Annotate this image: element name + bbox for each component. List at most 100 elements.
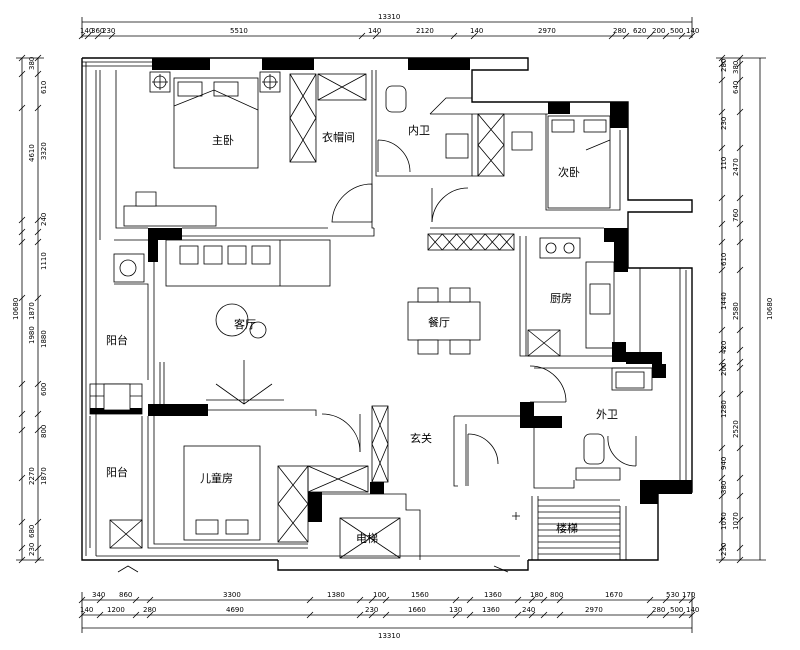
dim-tick (96, 596, 104, 604)
bottom-dim: 530 (666, 591, 679, 599)
dim-tick (34, 238, 42, 246)
room-label-stairs: 楼梯 (556, 521, 578, 535)
dim-tick (34, 228, 42, 236)
dim-tick (718, 144, 726, 152)
bottom-dim: 230 (365, 606, 378, 614)
dim-tick (34, 216, 42, 224)
dim-tick (18, 410, 26, 418)
room-label-living-room: 客厅 (234, 317, 256, 331)
dim-tick (34, 426, 42, 434)
right-dim: 610 (720, 253, 728, 266)
right-dim: 1070 (732, 512, 740, 530)
nightstand (149, 71, 171, 93)
dim-tick (736, 144, 744, 152)
cabinet-hatch (470, 233, 486, 251)
cabinet-hatch (427, 233, 443, 251)
left-dim: 1880 (40, 330, 48, 348)
bottom-dim: 2970 (585, 606, 603, 614)
dim-tick (718, 390, 726, 398)
dim-tick (688, 32, 696, 40)
dim-tick (514, 611, 522, 619)
dim-tick (18, 518, 26, 526)
dim-tick (718, 492, 726, 500)
dim-tick (84, 32, 92, 40)
right-dim: 2580 (732, 302, 740, 320)
dim-tick (718, 220, 726, 228)
dim-tick (678, 32, 686, 40)
room-label-master-bedroom: 主卧 (212, 134, 234, 147)
dim-tick (646, 596, 654, 604)
cabinet-hatch (456, 233, 472, 251)
bottom-dim: 170 (682, 591, 695, 599)
right-dim: 230 (720, 543, 728, 556)
dim-tick (678, 596, 686, 604)
bottom-dim: 3300 (223, 591, 241, 599)
left-dim: 230 (28, 543, 36, 556)
bottom-dim: 280 (652, 606, 665, 614)
dim-tick (718, 266, 726, 274)
dim-tick (736, 326, 744, 334)
dim-tick (368, 611, 376, 619)
room-label-entrance: 玄关 (410, 431, 432, 445)
dim-tick (108, 32, 116, 40)
right-dim: 2520 (732, 420, 740, 438)
dim-tick (736, 54, 744, 62)
dim-tick (78, 32, 86, 40)
dim-tick (646, 611, 654, 619)
dim-tick (736, 364, 744, 372)
dim-tick (34, 380, 42, 388)
top-dim: 140 (368, 27, 381, 35)
dim-tick (662, 611, 670, 619)
overall-width-bottom: 13310 (378, 632, 400, 640)
dim-tick (356, 596, 364, 604)
room-label-dining-room: 餐厅 (428, 315, 450, 329)
top-dim: 360 (91, 27, 104, 35)
bottom-dim: 1380 (327, 591, 345, 599)
right-dim: 380 (732, 61, 740, 74)
left-dim: 610 (40, 81, 48, 94)
right-dim: 200 (720, 363, 728, 376)
top-dim: 620 (633, 27, 646, 35)
dim-tick (18, 426, 26, 434)
top-dim: 230 (102, 27, 115, 35)
dim-tick (34, 54, 42, 62)
right-dim: 1070 (720, 512, 728, 530)
dim-tick (608, 32, 616, 40)
dim-tick (718, 54, 726, 62)
sofa (165, 239, 331, 287)
toilet (385, 85, 407, 113)
bottom-dim: 340 (92, 591, 105, 599)
nightstand (259, 71, 281, 93)
chair (511, 131, 533, 151)
dim-tick (34, 518, 42, 526)
top-dim: 2120 (416, 27, 434, 35)
furniture (103, 71, 645, 541)
dim-tick (718, 358, 726, 366)
dim-tick (736, 358, 744, 366)
dim-tick (94, 32, 102, 40)
dim-tick (736, 544, 744, 552)
dim-tick (718, 194, 726, 202)
bottom-dim: 860 (119, 591, 132, 599)
right-dim: 230 (720, 117, 728, 130)
room-label-outer-bath: 外卫 (596, 408, 618, 421)
toilet (583, 433, 605, 465)
left-dim: 800 (40, 425, 48, 438)
dim-tick (470, 32, 478, 40)
bottom-dim: 500 (670, 606, 683, 614)
bottom-dim: 100 (373, 591, 386, 599)
dim-tick (18, 380, 26, 388)
dim-tick (34, 474, 42, 482)
right-dim: 640 (732, 81, 740, 94)
dim-tick (718, 238, 726, 246)
second-bed (547, 115, 611, 209)
dim-tick (34, 294, 42, 302)
dim-tick (18, 228, 26, 236)
dim-tick (34, 104, 42, 112)
dim-tick (18, 474, 26, 482)
dim-tick (466, 596, 474, 604)
dim-tick (736, 220, 744, 228)
wall-blocks (90, 58, 692, 522)
right-dim: 760 (732, 209, 740, 222)
desk (123, 205, 217, 227)
